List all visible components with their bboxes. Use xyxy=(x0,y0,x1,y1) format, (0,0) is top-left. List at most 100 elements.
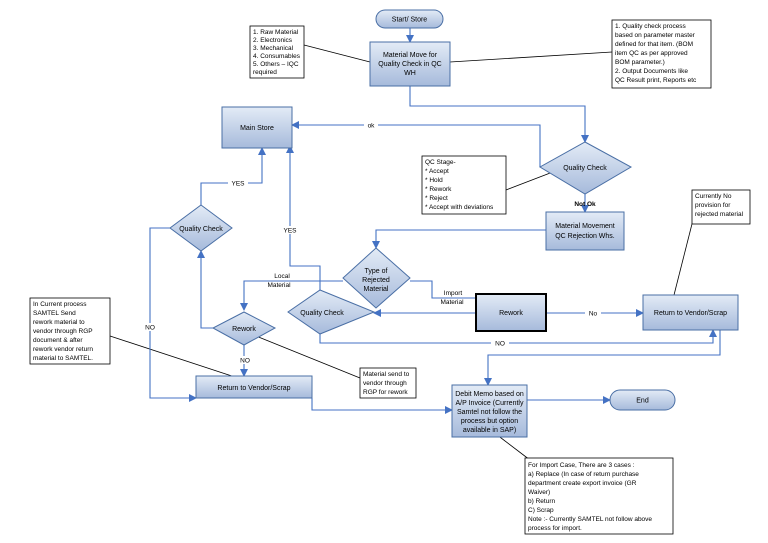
edge-qcleft-yes-to-mainstore xyxy=(200,147,266,205)
edge-label-local-2: Material xyxy=(267,282,291,289)
quality-check-left-label: Quality Check xyxy=(179,226,223,233)
note-no-provision-line-1: Currently No xyxy=(695,193,732,200)
edge-label-import-2: Material xyxy=(440,299,464,306)
note-material-types-line-6: required xyxy=(253,69,277,76)
note-samtel-line-4: vendor through RGP xyxy=(33,328,93,335)
start-label: Start/ Store xyxy=(392,17,428,24)
edge-label-no-rework: NO xyxy=(240,358,250,365)
material-movement-node: Material Movement QC Rejection Whs. xyxy=(545,211,625,251)
material-move-line-1: Material Move for xyxy=(383,52,438,59)
note-samtel-line-6: rework vendor return xyxy=(33,346,93,353)
connector-no-provision xyxy=(673,215,695,296)
edge-move-to-qc xyxy=(409,86,589,143)
material-movement-line-2: QC Rejection Whs. xyxy=(555,233,615,240)
quality-check-top-label: Quality Check xyxy=(563,165,607,172)
note-rgp-line-3: RGP for rework xyxy=(363,389,408,396)
note-material-types-line-3: 3. Mechanical xyxy=(253,45,294,52)
note-no-provision-line-3: rejected material xyxy=(695,211,744,218)
rework-diamond-label: Rework xyxy=(232,326,256,333)
edge-label-yes-mid: YES xyxy=(283,228,297,235)
note-import-line-7: Note :- Currently SAMTEL not follow abov… xyxy=(528,516,652,523)
note-qc-stage-line-4: * Rework xyxy=(425,186,452,193)
edge-label-no-left: NO xyxy=(145,325,155,332)
quality-check-top-node: Quality Check xyxy=(539,141,633,195)
material-movement-line-1: Material Movement xyxy=(555,223,615,230)
type-rejected-line-3: Material xyxy=(364,286,389,293)
note-qc-stage-line-3: * Hold xyxy=(425,177,443,184)
type-rejected-line-1: Type of xyxy=(365,268,388,275)
note-material-types-line-2: 2. Electronics xyxy=(253,37,293,44)
edge-reworkdia-to-qcleft xyxy=(197,250,213,329)
connector-samtel xyxy=(109,335,245,381)
edge-returnright-to-debit xyxy=(484,330,721,386)
note-samtel-line-7: material to SAMTEL. xyxy=(33,355,93,362)
note-import-line-1: For Import Case, There are 3 cases : xyxy=(528,462,635,469)
type-rejected-node: Type of Rejected Material xyxy=(342,247,411,309)
note-samtel-line-5: document & after xyxy=(33,337,83,344)
note-material-types-line-1: 1. Raw Material xyxy=(253,29,299,36)
connector-quality-process xyxy=(449,51,613,63)
edge-label-no-bottom: NO xyxy=(495,341,505,348)
connector-rgp xyxy=(245,331,361,379)
edge-qcmid-yes-to-mainstore xyxy=(286,145,321,290)
note-quality-process-line-1: 1. Quality check process xyxy=(615,23,687,30)
note-rgp: Material send to vendor through RGP for … xyxy=(359,367,417,399)
note-qc-stage: QC Stage- * Accept * Hold * Rework * Rej… xyxy=(421,155,507,215)
debit-memo-line-1: Debit Memo based on xyxy=(455,391,524,398)
debit-memo-node: Debit Memo based on A/P Invoice (Current… xyxy=(451,384,528,438)
material-move-line-3: WH xyxy=(404,70,416,77)
main-store-node: Main Store xyxy=(221,106,293,149)
return-vendor-left-node: Return to Vendor/Scrap xyxy=(195,375,313,399)
edge-movement-to-type xyxy=(372,229,546,249)
rework-box-node: Rework xyxy=(475,293,547,332)
debit-memo-line-4: process but option xyxy=(461,418,518,425)
note-quality-process-line-2: based on parameter master xyxy=(615,32,696,39)
note-import-line-5: b) Return xyxy=(528,498,555,505)
quality-check-left-node: Quality Check xyxy=(169,204,233,252)
note-qc-stage-line-6: * Accept with deviations xyxy=(425,204,494,211)
debit-memo-line-5: available in SAP) xyxy=(463,427,516,434)
note-samtel-line-3: rework material to xyxy=(33,319,85,326)
note-rgp-line-1: Material send to xyxy=(363,371,410,378)
edge-qcmid-no-to-return xyxy=(319,329,717,344)
note-no-provision-line-2: provision for xyxy=(695,202,731,209)
edge-labels: ok Not Ok YES YES NO Local Material Impo… xyxy=(141,121,601,365)
note-quality-process-line-4: item QC as per approved xyxy=(615,50,688,57)
flow-edges xyxy=(149,28,721,414)
note-material-types: 1. Raw Material 2. Electronics 3. Mechan… xyxy=(249,25,305,79)
edge-label-import-1: Import xyxy=(444,290,463,297)
note-quality-process-line-5: BOM parameter.) xyxy=(615,59,665,66)
edge-label-local-1: Local xyxy=(274,273,290,280)
quality-check-mid-label: Quality Check xyxy=(300,310,344,317)
note-rgp-line-2: vendor through xyxy=(363,380,407,387)
return-vendor-left-label: Return to Vendor/Scrap xyxy=(217,385,290,392)
note-material-types-line-4: 4. Consumables xyxy=(253,53,301,60)
debit-memo-line-2: A/P Invoice (Currently xyxy=(456,400,524,407)
start-node: Start/ Store xyxy=(375,9,444,29)
edge-label-yes-left: YES xyxy=(231,181,245,188)
note-material-types-line-5: 5. Others – IQC xyxy=(253,61,299,68)
connector-qc-stage xyxy=(505,169,559,191)
main-store-label: Main Store xyxy=(240,125,274,132)
note-import-line-4: Waiver) xyxy=(528,489,550,496)
edge-type-local xyxy=(240,280,343,311)
note-samtel-line-1: In Current process xyxy=(33,301,87,308)
material-move-node: Material Move for Quality Check in QC WH xyxy=(369,41,451,87)
note-quality-process: 1. Quality check process based on parame… xyxy=(611,19,712,89)
quality-check-mid-node: Quality Check xyxy=(287,289,376,335)
end-label: End xyxy=(636,398,649,405)
edge-qcleft-no-to-return xyxy=(149,227,197,402)
return-vendor-right-node: Return to Vendor/Scrap xyxy=(642,294,739,331)
note-samtel-line-2: SAMTEL Send xyxy=(33,310,76,317)
edge-return-to-debit xyxy=(311,398,453,414)
rework-diamond-node: Rework xyxy=(211,311,277,346)
note-quality-process-line-3: defined for that item. (BOM xyxy=(615,41,693,48)
note-import-line-2: a) Replace (In case of return purchase xyxy=(528,471,639,478)
edge-label-ok: ok xyxy=(368,123,376,130)
note-samtel-process: In Current process SAMTEL Send rework ma… xyxy=(29,297,111,365)
note-no-provision: Currently No provision for rejected mate… xyxy=(691,189,751,225)
edge-label-not-ok: Not Ok xyxy=(574,201,596,208)
return-vendor-right-label: Return to Vendor/Scrap xyxy=(654,310,727,317)
note-qc-stage-line-5: * Reject xyxy=(425,195,448,202)
